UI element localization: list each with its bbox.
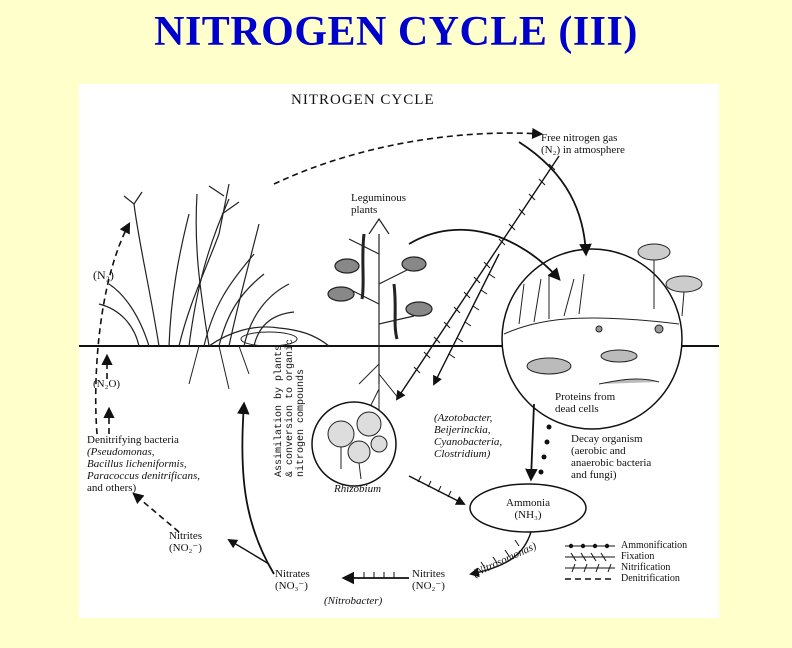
slide-title: NITROGEN CYCLE (III) [154,9,638,55]
ammonia-node [469,483,587,533]
burrow-animal-illustration [240,331,298,347]
grass-plants-illustration [98,183,295,347]
diagram-title: NITROGEN CYCLE [291,92,435,108]
roots-illustration [188,345,400,420]
nitrification-nitrates-to-nitrites-left [227,538,270,565]
proteins-label: Proteins from dead cells [555,391,616,415]
arrow-ammonification-to-ammonia [525,403,538,482]
nitrites-right-label: Nitrites (NO₂⁻) [412,568,445,592]
ammonification-dots [538,424,552,475]
denitrification-arrows [94,127,544,533]
mound-illustration [208,326,330,347]
arrow-nitrates-to-plants [236,401,275,575]
fixing-bacteria-label: (Azotobacter, Beijerinckia, Cyanobacteri… [434,412,503,460]
ammonia-label: Ammonia (NH₃) [506,497,550,521]
decay-organism-label: Decay organism (aerobic and anaerobic ba… [571,433,652,481]
denitrification-key-icon [565,577,615,580]
legend-ammonification: Ammonification [565,540,713,551]
arrow-plant-to-decomposition [408,228,561,281]
fixation-arrow-short [433,253,500,386]
n2-label: (N₂) [93,268,114,282]
decomposition-illustration [503,243,703,385]
denitrifying-bacteria-label: Denitrifying bacteria (Pseudomonas, Baci… [87,434,201,494]
assimilation-label: Assimilation by plants & conversion to o… [274,338,307,477]
decomposition-inset [501,248,683,430]
arrow-atmosphere-to-decomposition [518,141,592,257]
free-nitrogen-label: Free nitrogen gas (N₂) in atmosphere [541,132,625,156]
fixation-key-icon [565,552,615,561]
legend-denitrification: Denitrification [565,573,713,584]
leguminous-plant-illustration [327,217,433,384]
nitrobacter-label: (Nitrobacter) [324,595,383,607]
denit-arrow-n2 [94,222,131,435]
denit-arrow-to-atmosphere [273,127,544,185]
nitrites-left-label: Nitrites (NO₂⁻) [169,530,202,554]
nitrification-arrows [227,531,532,578]
legend-fixation: Fixation [565,551,713,562]
nodule-illustration [327,411,388,480]
ammonification-key-icon [565,543,615,548]
nitrification-hatch-marks [363,539,520,578]
rhizobium-label: Rhizobium [334,483,382,495]
nitrification-ammonia-to-nitrites [469,531,532,578]
nitrates-label: Nitrates (NO₃⁻) [275,568,310,592]
diagram-panel: NITROGEN CYCLE Free nitrogen gas (N₂) in… [79,84,719,618]
nitrification-key-icon [565,563,615,572]
leguminous-plants-label: Leguminous plants [351,192,406,216]
fixation-arrow-rhizobium [408,475,466,505]
legend: Ammonification Fixation Nitrification De… [565,540,713,584]
n2o-label: (N₂O) [93,378,121,390]
cycle-arrows [236,141,592,585]
denit-arrow-from-nitrites [132,492,180,533]
legend-nitrification: Nitrification [565,562,713,573]
diagram-drawing [79,127,719,585]
fixation-hatch-marks [413,163,556,498]
